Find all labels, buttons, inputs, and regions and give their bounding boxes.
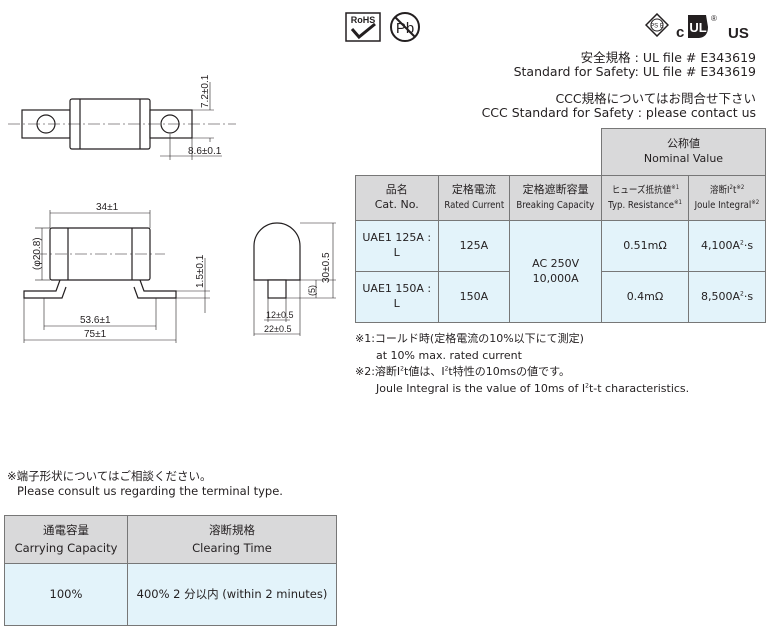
table-row: UAE1 125A : L 125A AC 250V 10,000A 0.51m… <box>355 220 766 323</box>
dim-tab-thickness: 1.5±0.1 <box>195 254 206 288</box>
pb-free-icon: Pb <box>390 12 420 42</box>
header-breaking-capacity: 定格遮断容量 Breaking Capacity <box>509 175 602 221</box>
dim-overall-length: 75±1 <box>84 329 107 340</box>
carrying-capacity-value: 100% <box>4 563 128 626</box>
rohs-text: RoHS <box>351 15 376 25</box>
dim-body-length: 34±1 <box>96 202 119 213</box>
fuse-end-view-drawing: 30±0.5 (5) 12±0.5 22±0.5 <box>253 222 336 336</box>
ul-reg-text: ® <box>711 14 717 23</box>
dim-height: 30±0.5 <box>321 252 332 283</box>
ul-recognized-icon: c UL ® US <box>676 14 749 42</box>
row-joule-integral: 8,500A2·s <box>688 271 766 323</box>
dim-tab-height: (5) <box>307 285 317 296</box>
ul-file-en: Standard for Safety: UL file # E343619 <box>513 64 756 79</box>
dim-end-width: 22±0.5 <box>264 324 291 334</box>
ul-c-text: c <box>676 24 684 41</box>
dim-hole-pitch: 53.6±1 <box>80 315 111 326</box>
ccc-note-en: CCC Standard for Safety : please contact… <box>481 105 756 120</box>
breaking-capacity-cell: AC 250V 10,000A <box>509 220 602 323</box>
ccc-note-jp: CCC規格についてはお問合せ下さい <box>555 91 756 106</box>
header-resistance: ヒューズ抵抗値※1 Typ. Resistance※1 <box>600 175 690 221</box>
row-resistance: 0.51mΩ <box>600 220 690 272</box>
row-cat-no: UAE1 150A : L <box>355 271 439 323</box>
terminal-note: ※端子形状についてはご相談ください。 Please consult us reg… <box>7 469 283 499</box>
spec-table: 公称値 Nominal Value 品名 Cat. No. 定格電流 Rated… <box>355 128 766 323</box>
note-1-en: at 10% max. rated current <box>376 348 522 362</box>
pb-free-badge: Pb <box>389 11 421 43</box>
dim-body-diameter: (φ20.8) <box>32 237 43 270</box>
note-1-jp: ※1:コールド時(定格電流の10%以下にて測定) <box>355 332 584 345</box>
ul-us-text: US <box>728 25 749 41</box>
clearing-time-value: 400% 2 分以内 (within 2 minutes) <box>127 563 337 626</box>
dim-tab-width: 7.2±0.1 <box>200 74 211 108</box>
dim-hole-offset: 8.6±0.1 <box>188 146 222 157</box>
nominal-value-header: 公称値 Nominal Value <box>600 128 766 176</box>
header-joule-integral: 溶断I2t※2 Joule Integral※2 <box>688 175 766 221</box>
row-cat-no: UAE1 125A : L <box>355 220 439 272</box>
pse-diamond-icon: PS E <box>644 12 670 38</box>
terminal-note-en: Please consult us regarding the terminal… <box>17 484 283 498</box>
dim-tab-end-width: 12±0.5 <box>266 310 293 320</box>
row-rated-current: 125A <box>437 220 511 272</box>
rohs-check-icon: RoHS <box>345 12 381 42</box>
header-cat-no: 品名 Cat. No. <box>355 175 439 221</box>
pse-badge: PS E <box>644 12 670 38</box>
rohs-badge: RoHS <box>345 12 381 42</box>
ul-badge: c UL ® US <box>674 11 756 42</box>
header-clearing-time: 溶断規格 Clearing Time <box>127 515 337 564</box>
terminal-note-jp: ※端子形状についてはご相談ください。 <box>7 469 212 483</box>
header-rated-current: 定格電流 Rated Current <box>437 175 511 221</box>
fuse-top-view-drawing: 7.2±0.1 8.6±0.1 <box>8 74 236 160</box>
ul-file-jp: 安全規格 : UL file # E343619 <box>580 50 756 65</box>
row-rated-current: 150A <box>437 271 511 323</box>
table-row: UAE1 150A : L 150A 0.4mΩ 8,500A2·s <box>355 271 766 323</box>
footnotes: ※1:コールド時(定格電流の10%以下にて測定) at 10% max. rat… <box>355 331 689 397</box>
table-row: 100% 400% 2 分以内 (within 2 minutes) <box>4 563 337 626</box>
carrying-capacity-table: 通電容量 Carrying Capacity 溶断規格 Clearing Tim… <box>4 515 337 626</box>
row-joule-integral: 4,100A2·s <box>688 220 766 272</box>
ul-mark-text: UL <box>689 20 706 35</box>
row-resistance: 0.4mΩ <box>600 271 690 323</box>
header-carrying-capacity: 通電容量 Carrying Capacity <box>4 515 128 564</box>
note-2-jp: ※2:溶断I2t値は、I2t特性の10msの値です。 <box>355 365 571 378</box>
note-2-en: Joule Integral is the value of 10ms of I… <box>376 381 690 395</box>
fuse-side-view-drawing: 34±1 (φ20.8) 1.5±0.1 53.6±1 75±1 <box>23 202 210 343</box>
pse-text: PS E <box>650 24 664 30</box>
